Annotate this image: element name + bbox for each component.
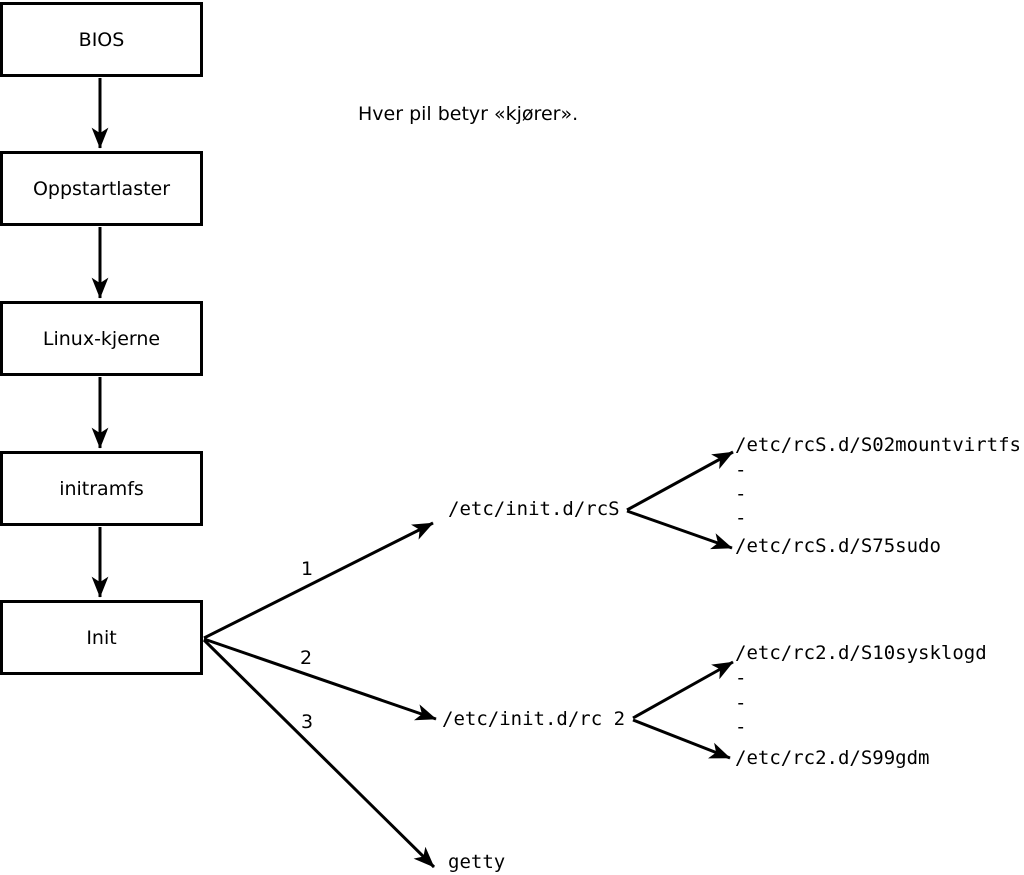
- rc2-target-dash: -: [735, 667, 747, 689]
- box-initramfs: initramfs: [0, 451, 203, 526]
- rcS-target-dash: -: [735, 483, 747, 505]
- arrow-rcS-to-S02mountvirtfs: [626, 450, 734, 512]
- box-oppstartlaster: Oppstartlaster: [0, 151, 203, 226]
- rcS-script-label: /etc/init.d/rcS: [448, 498, 620, 520]
- rcS-target-S02mountvirtfs: /etc/rcS.d/S02mountvirtfs: [735, 434, 1021, 456]
- box-bios: BIOS: [0, 2, 203, 77]
- rc2-target-S99gdm: /etc/rc2.d/S99gdm: [735, 747, 930, 769]
- box-init: Init: [0, 600, 203, 675]
- box-linux-kjerne-label: Linux-kjerne: [42, 327, 161, 350]
- arrow-init-to-rc2: [203, 637, 437, 721]
- arrow-rcS-to-S75sudo: [626, 509, 733, 550]
- rcS-target-dash: -: [735, 459, 747, 481]
- rc2-script-label: /etc/init.d/rc 2: [442, 708, 626, 730]
- note-arrow-meaning: Hver pil betyr «kjører».: [358, 103, 579, 125]
- arrow-rc2-to-S10sysklogd: [632, 660, 734, 720]
- arrow-label-3: 3: [300, 711, 314, 733]
- box-init-label: Init: [86, 626, 117, 649]
- box-oppstartlaster-label: Oppstartlaster: [32, 177, 171, 200]
- rc2-target-dash: -: [735, 692, 747, 714]
- rcS-target-dash: -: [735, 507, 747, 529]
- arrow-init-to-rcS: [203, 521, 434, 640]
- rc2-target-S10sysklogd: /etc/rc2.d/S10sysklogd: [735, 642, 987, 664]
- arrow-rc2-to-S99gdm: [632, 718, 731, 760]
- box-bios-label: BIOS: [78, 28, 125, 51]
- arrow-label-1: 1: [300, 558, 314, 580]
- arrow-init-to-getty: [202, 638, 436, 869]
- rc2-target-dash: -: [735, 716, 747, 738]
- box-linux-kjerne: Linux-kjerne: [0, 301, 203, 376]
- box-initramfs-label: initramfs: [59, 477, 144, 500]
- getty-label: getty: [448, 851, 506, 873]
- rcS-target-S75sudo: /etc/rcS.d/S75sudo: [735, 535, 941, 557]
- arrow-label-2: 2: [299, 647, 313, 669]
